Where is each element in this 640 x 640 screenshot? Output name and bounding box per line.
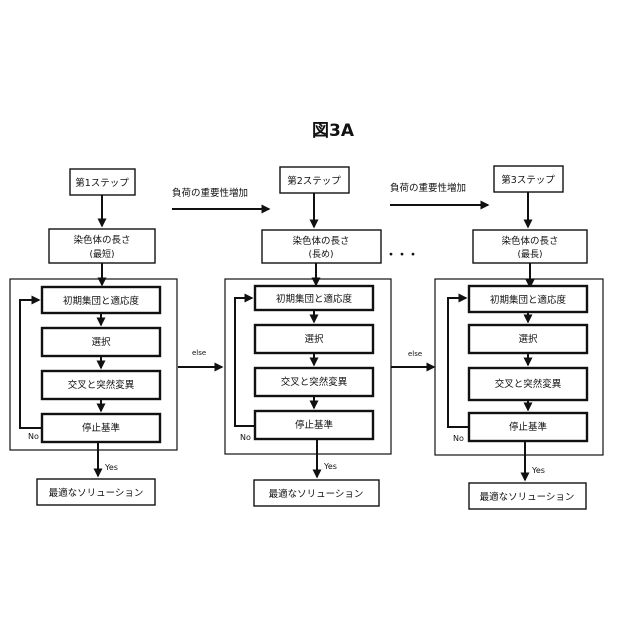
step-label: 第1ステップ [75,177,129,189]
chromosome-length-qualifier: (長め) [308,249,333,260]
load-increase-label: 負荷の重要性増加 [390,182,466,194]
stage-3: 第3ステップ 染色体の長さ (最長) 初期集団と適応度 選択 交叉と突然変異 停… [435,166,603,509]
else-label: else [192,349,206,357]
else-label: else [408,350,422,358]
selection-label: 選択 [91,336,111,348]
load-increase-label: 負荷の重要性増加 [172,187,248,199]
optimal-solution-label: 最適なソリューション [49,487,144,499]
step-label: 第2ステップ [287,175,341,187]
loop-back-arrow [20,300,42,428]
yes-label: Yes [104,463,118,472]
loop-back-arrow [235,298,255,426]
init-population-label: 初期集団と適応度 [63,295,140,307]
chromosome-length-label: 染色体の長さ [73,234,130,246]
chromosome-length-label: 染色体の長さ [501,235,558,247]
stage-1: 第1ステップ 染色体の長さ (最短) 初期集団と適応度 選択 交叉と突然変異 停… [10,169,177,505]
optimal-solution-label: 最適なソリューション [480,491,575,503]
crossover-mutation-label: 交叉と突然変異 [68,379,135,391]
chromosome-length-qualifier: (最長) [517,249,542,260]
stop-criterion-label: 停止基準 [509,421,548,433]
no-label: No [28,432,39,441]
no-label: No [240,433,251,442]
stop-criterion-label: 停止基準 [295,419,334,431]
stage-2: 第2ステップ 染色体の長さ (長め) 初期集団と適応度 選択 交叉と突然変異 停… [225,167,391,506]
optimal-solution-label: 最適なソリューション [269,488,364,500]
stop-criterion-label: 停止基準 [82,422,121,434]
init-population-label: 初期集団と適応度 [276,293,353,305]
ellipsis: ・・・ [386,248,419,261]
selection-label: 選択 [304,333,324,345]
crossover-mutation-label: 交叉と突然変異 [281,376,348,388]
yes-label: Yes [531,466,545,475]
init-population-label: 初期集団と適応度 [490,294,567,306]
figure-title: 図3A [312,121,355,141]
crossover-mutation-label: 交叉と突然変異 [495,378,562,390]
step-label: 第3ステップ [501,174,555,186]
no-label: No [453,434,464,443]
selection-label: 選択 [518,333,538,345]
chromosome-length-label: 染色体の長さ [292,235,349,247]
yes-label: Yes [323,462,337,471]
chromosome-length-qualifier: (最短) [89,248,114,260]
loop-back-arrow [448,298,469,427]
